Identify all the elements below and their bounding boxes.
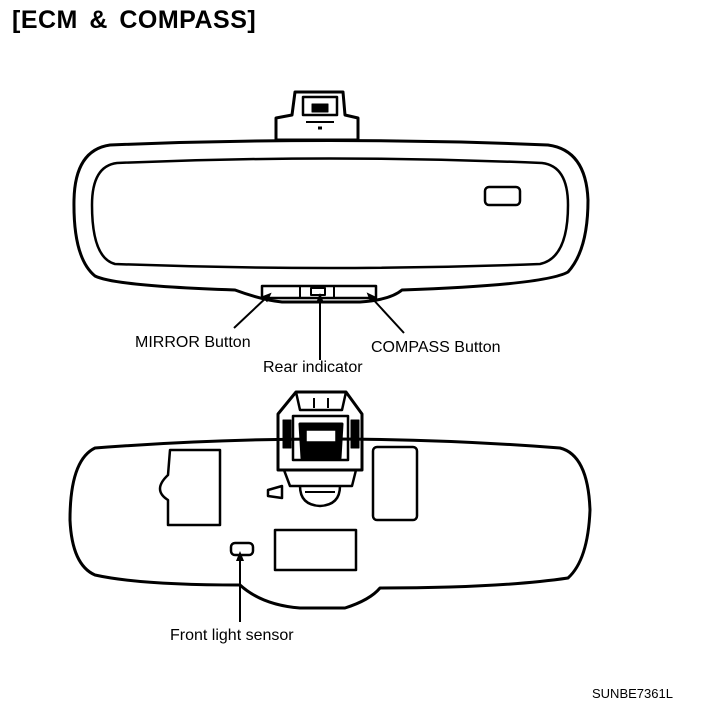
compass-button-label: COMPASS Button [371,339,501,356]
front-light-sensor-label: Front light sensor [170,627,294,644]
diagram-title: [ECM & COMPASS] [12,6,257,34]
front-leader-lines [233,292,405,360]
front-mirror-housing [72,139,590,304]
mirror-button-label: MIRROR Button [135,334,251,351]
rear-mirror-housing [68,437,592,610]
button-strip [260,284,378,300]
front-light-sensor [229,541,255,557]
figure-code: SUNBE7361L [592,686,673,701]
mirror-button-leader [233,292,272,329]
compass-button-leader [366,292,405,334]
rear-left-pad [158,448,222,527]
front-mirror-glass [90,157,570,270]
compass-display-window [483,185,522,207]
rear-label-plate [273,528,358,572]
rear-view-mirror [68,437,592,610]
front-view-mirror [72,90,590,304]
rear-right-pad [371,445,419,522]
rear-indicator-lamp [310,287,326,296]
front-mount [274,90,360,142]
rear-mount-bracket [266,390,364,508]
rear-indicator-label: Rear indicator [263,359,363,376]
